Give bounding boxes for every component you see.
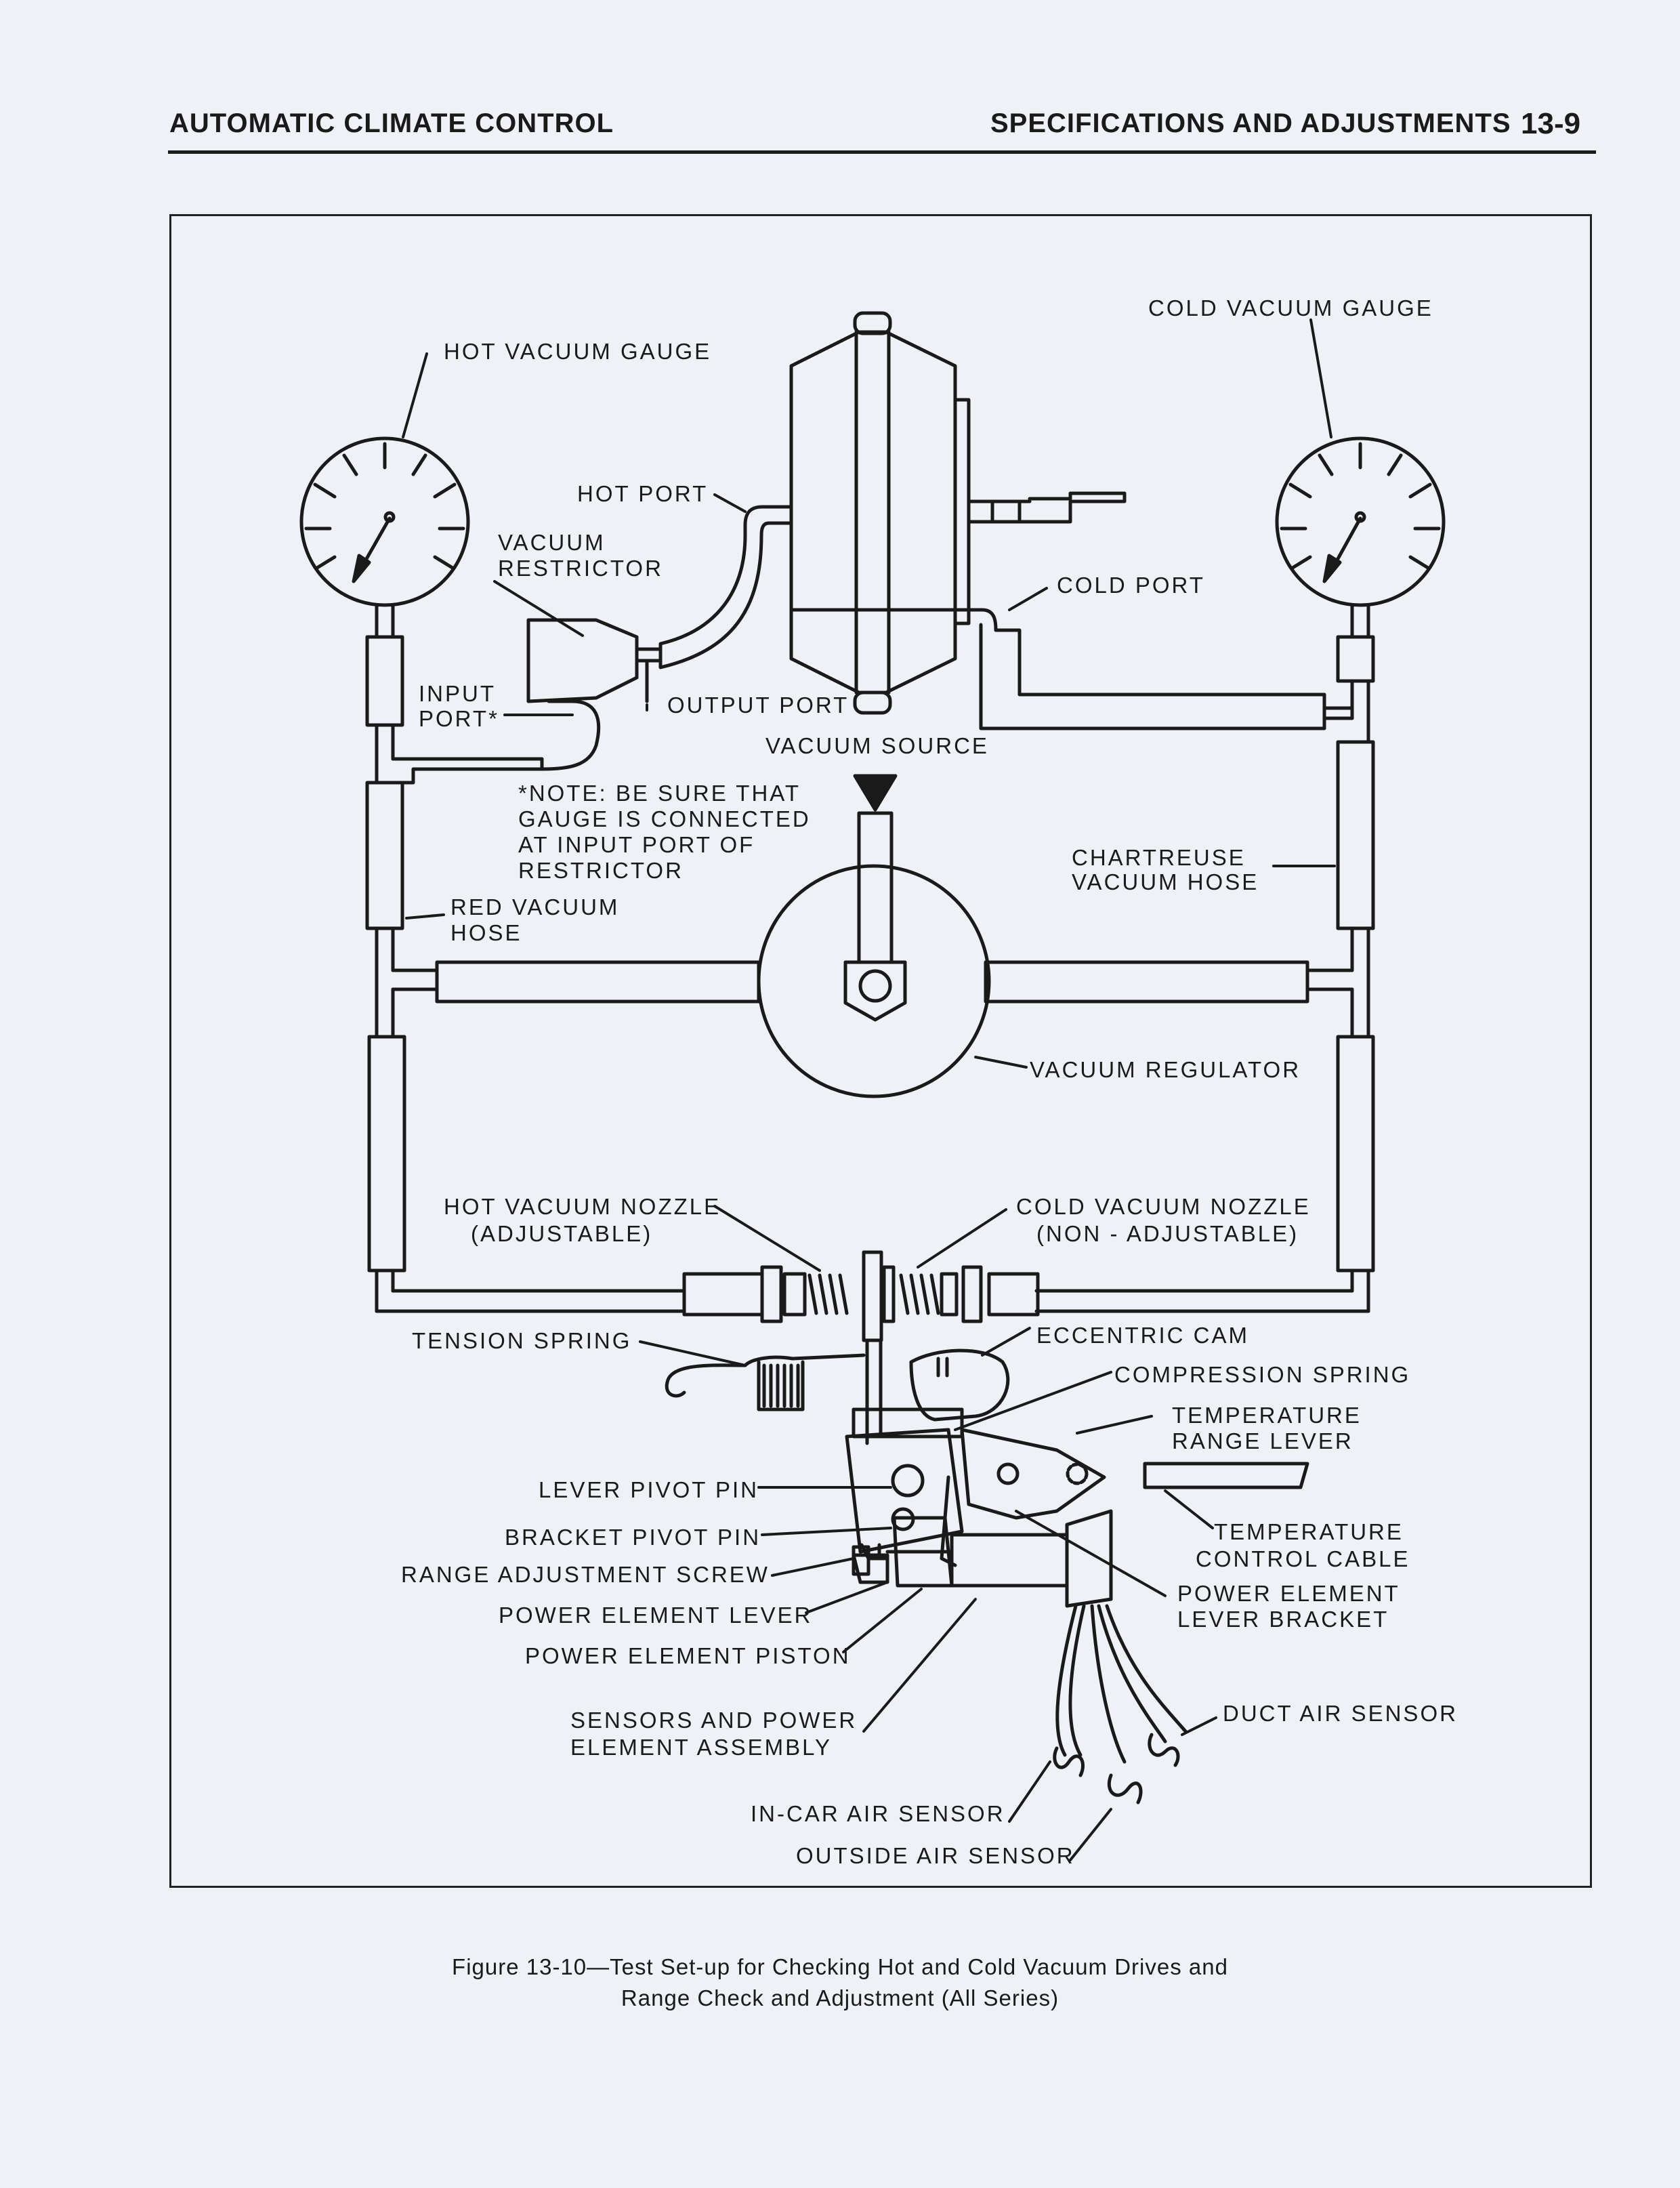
cold-vacuum-gauge [1275,436,1446,639]
label-vacuum-source: VACUUM SOURCE [765,733,989,758]
label-red-hose-line1: RED VACUUM [450,894,619,920]
label-bracket-pivot-pin: BRACKET PIVOT PIN [505,1525,761,1550]
label-range-adjustment-screw: RANGE ADJUSTMENT SCREW [401,1562,770,1587]
label-outside-air-sensor: OUTSIDE AIR SENSOR [796,1843,1075,1868]
label-chartreuse-hose-line1: CHARTREUSE [1072,845,1246,870]
label-vacuum-restrictor-line2: RESTRICTOR [498,556,663,581]
label-eccentric-cam: ECCENTRIC CAM [1036,1323,1249,1348]
label-hot-nozzle-line2: (ADJUSTABLE) [471,1221,652,1246]
label-power-element-bracket-line1: POWER ELEMENT [1177,1581,1400,1606]
label-power-element-lever: POWER ELEMENT LEVER [499,1603,813,1628]
tension-spring [665,1353,866,1411]
vacuum-restrictor [526,505,793,771]
figure-caption-line1: Figure 13-10—Test Set-up for Checking Ho… [452,1954,1228,1979]
header-rule [168,150,1596,154]
label-cold-vacuum-gauge: COLD VACUUM GAUGE [1148,295,1433,321]
label-note-line3: AT INPUT PORT OF [518,832,755,857]
label-power-element-bracket-line2: LEVER BRACKET [1177,1607,1389,1632]
sensor-wires [1053,1604,1188,1804]
label-cold-nozzle-line1: COLD VACUUM NOZZLE [1016,1194,1311,1219]
red-vacuum-hose [365,635,764,1317]
label-note-line4: RESTRICTOR [518,858,684,883]
label-power-element-piston: POWER ELEMENT PISTON [525,1643,851,1668]
nozzle-assembly [760,1250,983,1342]
label-output-port: OUTPUT PORT [667,693,849,718]
label-vacuum-restrictor-line1: VACUUM [498,530,606,555]
chartreuse-vacuum-hose [789,608,1375,1317]
label-duct-air-sensor: DUCT AIR SENSOR [1223,1701,1458,1726]
vacuum-power-unit [789,311,1127,715]
running-header-right: SPECIFICATIONS AND ADJUSTMENTS [990,108,1511,138]
label-cold-nozzle-line2: (NON - ADJUSTABLE) [1036,1221,1299,1246]
label-temperature-control-cable-line1: TEMPERATURE [1214,1519,1404,1544]
hot-vacuum-gauge [299,436,470,639]
eccentric-cam-linkage [845,1340,1309,1608]
figure-caption-line2: Range Check and Adjustment (All Series) [621,1985,1059,2010]
label-lever-pivot-pin: LEVER PIVOT PIN [539,1477,759,1502]
leader-lines [402,318,1336,1861]
label-sensors-assembly-line2: ELEMENT ASSEMBLY [570,1735,832,1760]
label-temperature-range-lever-line2: RANGE LEVER [1172,1428,1353,1453]
label-compression-spring: COMPRESSION SPRING [1114,1362,1410,1387]
label-hot-port: HOT PORT [577,481,708,506]
running-header-left: AUTOMATIC CLIMATE CONTROL [169,108,614,138]
vacuum-regulator [757,774,991,1098]
label-in-car-air-sensor: IN-CAR AIR SENSOR [751,1801,1005,1826]
label-note-line2: GAUGE IS CONNECTED [518,806,811,831]
label-chartreuse-hose-line2: VACUUM HOSE [1072,869,1259,894]
label-temperature-range-lever-line1: TEMPERATURE [1172,1403,1362,1428]
label-input-port-line2: PORT* [419,706,499,731]
label-tension-spring: TENSION SPRING [412,1328,631,1353]
figure-frame [169,214,1592,1888]
label-vacuum-regulator: VACUUM REGULATOR [1030,1057,1301,1082]
label-note-line1: *NOTE: BE SURE THAT [518,781,801,806]
label-temperature-control-cable-line2: CONTROL CABLE [1196,1546,1410,1571]
label-cold-port: COLD PORT [1057,573,1205,598]
label-input-port-line1: INPUT [419,681,496,706]
page-number: 13-9 [1521,107,1581,140]
label-hot-vacuum-gauge: HOT VACUUM GAUGE [444,339,711,364]
label-red-hose-line2: HOSE [450,920,522,945]
label-hot-nozzle-line1: HOT VACUUM NOZZLE [444,1194,721,1219]
label-sensors-assembly-line1: SENSORS AND POWER [570,1708,857,1733]
